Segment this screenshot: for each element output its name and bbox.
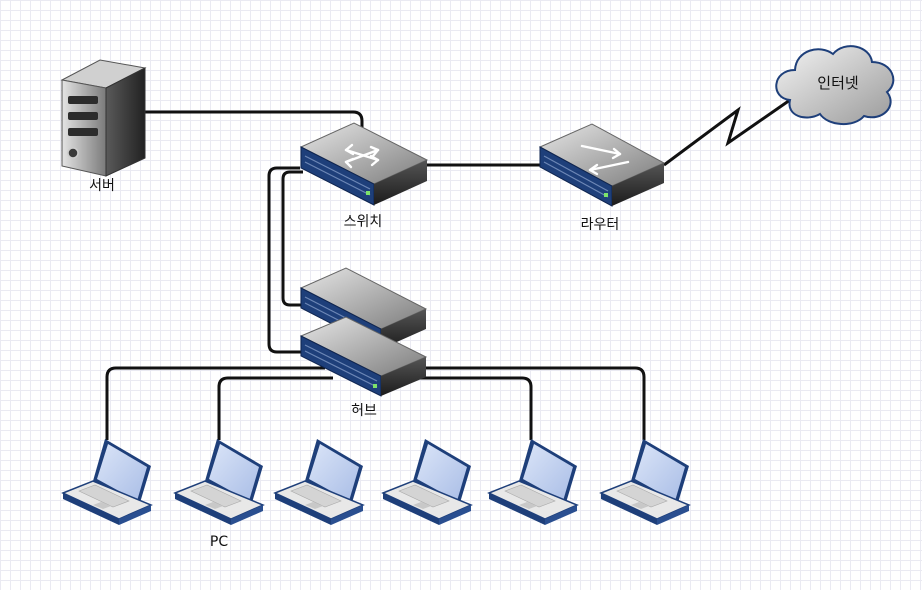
- laptop-icon[interactable]: [487, 439, 579, 525]
- hub-label: 허브: [351, 403, 377, 419]
- link-switch-hub-outer: [267, 166, 302, 354]
- laptop-icon[interactable]: [599, 439, 691, 525]
- link-server-switch: [145, 110, 364, 128]
- switch-node[interactable]: 스위치: [299, 122, 429, 230]
- router-label: 라우터: [581, 217, 620, 233]
- link-hub-laptop-6: [415, 366, 646, 440]
- link-switch-hub-inner: [281, 170, 303, 307]
- laptop-icon[interactable]: [61, 439, 153, 525]
- router-node[interactable]: 라우터: [538, 123, 666, 233]
- link-hub-laptop-5: [405, 376, 533, 440]
- laptops-group: [61, 439, 691, 525]
- hub-node[interactable]: 허브: [299, 267, 428, 419]
- laptop-icon[interactable]: [273, 439, 365, 525]
- pc-label: PC: [210, 534, 228, 550]
- server-node[interactable]: 서버: [60, 59, 147, 194]
- link-hub-laptop-1: [105, 366, 325, 440]
- hub-icon: [299, 267, 428, 397]
- laptop-icon[interactable]: [381, 439, 473, 525]
- laptop-icon[interactable]: [173, 439, 265, 525]
- link-router-internet: [663, 98, 791, 167]
- switch-icon: [299, 122, 429, 206]
- connections: [105, 98, 791, 440]
- server-icon: [60, 59, 147, 177]
- link-hub-laptop-2: [217, 376, 333, 440]
- server-label: 서버: [89, 178, 115, 194]
- cloud-icon: [775, 45, 895, 125]
- internet-node[interactable]: 인터넷: [775, 45, 895, 125]
- internet-label: 인터넷: [817, 74, 858, 92]
- switch-label: 스위치: [344, 214, 383, 230]
- router-icon: [538, 123, 666, 207]
